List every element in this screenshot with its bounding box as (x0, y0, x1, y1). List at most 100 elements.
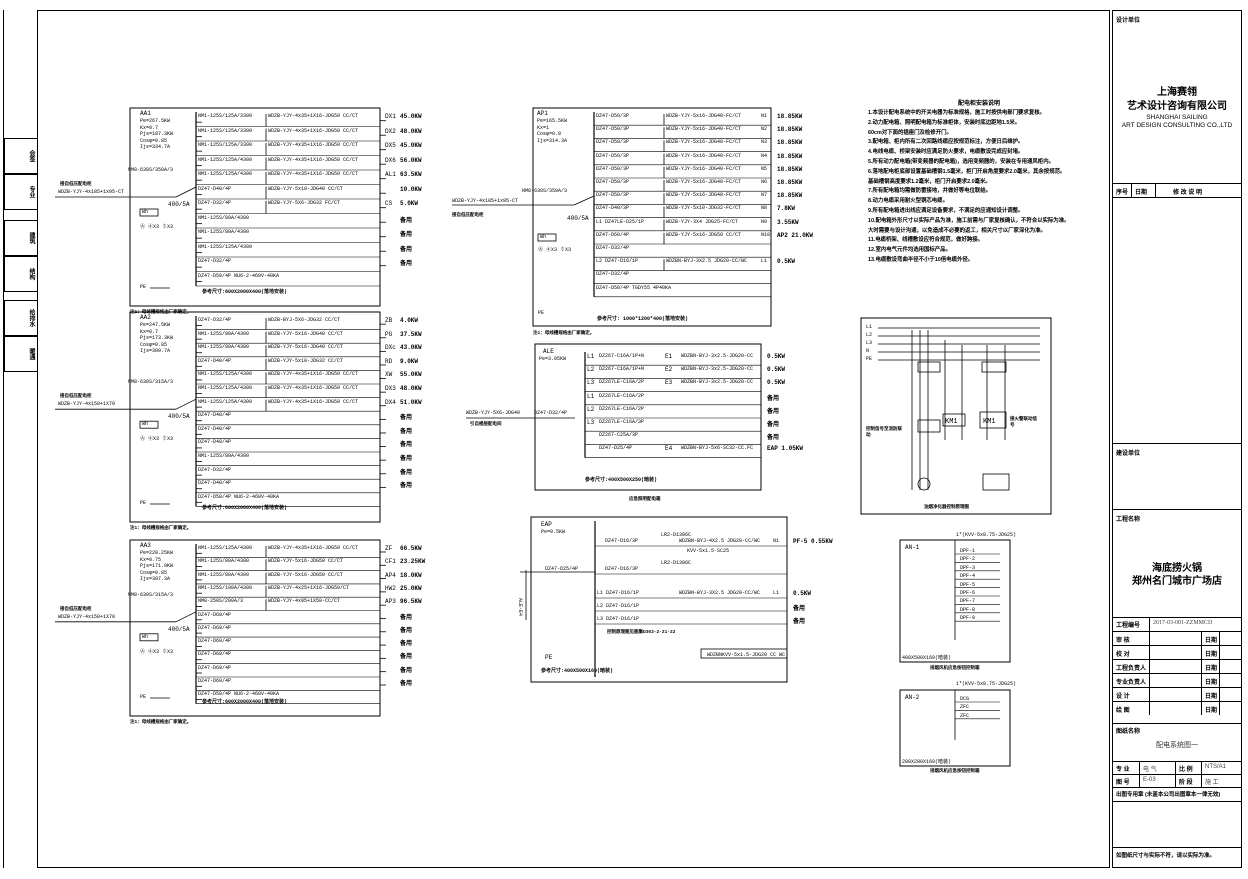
circuit-load: 18.85KW (777, 139, 803, 147)
current-transformer: 400/5A (168, 413, 190, 421)
wire-line (175, 611, 197, 623)
circuit-id: N2 (761, 126, 768, 133)
circuit-breaker: NM1-125S/125A/4300 (198, 385, 253, 391)
phase-label: L2 (866, 332, 873, 338)
control-standard: 控制原理图见图集D303-2-21-22 (607, 630, 676, 635)
drawing-frame (37, 10, 1110, 868)
circuit-load: 51.0KW (400, 398, 422, 406)
panel-param: Pe=228.25KW (140, 550, 174, 556)
main-breaker: NM8-630S/350A/3 (522, 188, 568, 194)
an-item: ZFC (960, 712, 970, 719)
circuit-breaker: DZ47-D60/4P (596, 231, 630, 238)
outline-rect (917, 419, 941, 433)
circuit-load: 备用 (400, 245, 413, 253)
circuit-id: AP3 (385, 598, 396, 606)
sign-label: 审 核 (1116, 638, 1130, 644)
binding-cell: 建筑 (4, 220, 38, 256)
circuit-cable: WDZB-YJY-4x35+1X16-JDG50 CC/CT (268, 127, 359, 134)
circuit-breaker: NM1-125S/125A/4300 (198, 371, 253, 378)
an-cable: 1*(KVV-5x0.75-JDG25) (956, 681, 1017, 687)
outline-rect (129, 311, 381, 523)
sign-date-label: 日期 (1205, 694, 1218, 700)
control-note: 接火警联动信号 (1010, 417, 1037, 428)
circuit-load: 7.8KW (777, 205, 796, 213)
drawing-name: 配电系统图一 (1156, 742, 1198, 749)
outline-rect (139, 420, 159, 429)
circuit-breaker: L2 DZ47-D16/1P (597, 603, 640, 609)
circuit-load: 0.5KW (767, 366, 786, 374)
circuit-breaker: DZ47-D32/4P (596, 271, 630, 278)
current-transformer: 400/5A (168, 625, 190, 633)
circuit-load: 备用 (400, 468, 413, 476)
stage: 施 工 (1205, 780, 1219, 786)
circuit-load: 45.0KW (400, 113, 422, 120)
company-cn-1: 上海赛翎 (1157, 87, 1197, 98)
note-item: 1.本设计配电系统中的开关电器为标准规格，施工时按供电部门要求复核。 (868, 110, 1045, 116)
project-no-label: 工程编号 (1116, 623, 1141, 629)
note-item: 基础槽钢高度要求1.2毫米，柜门开启要求2.0毫米。 (868, 178, 991, 185)
circuit-load: 43.0KW (400, 344, 422, 352)
terminal-circle (917, 477, 931, 491)
circuit-load: 48.0KW (400, 127, 422, 135)
an-size: 280X280X160(暗装) (902, 759, 952, 765)
panel-note: 注1：母线槽规格由厂家确定。 (130, 526, 192, 531)
circuit-breaker: DZ47-D50/4P NU6-2-460V-40KA (198, 272, 280, 279)
circuit-id: L1 (761, 258, 768, 265)
stage-label: 阶 段 (1179, 780, 1193, 786)
circuit-id: XW (385, 371, 393, 379)
circuit-breaker: NM1-125S/125A/4300 (198, 156, 253, 163)
panel-param: Cosφ=0.85 (140, 569, 168, 576)
discipline: 电 气 (1143, 767, 1157, 773)
circuit-load: 备用 (400, 653, 413, 661)
outline-rect (530, 516, 788, 683)
note-item: 11.电缆桥架、线槽敷设应符合规范，做好跨接。 (868, 237, 984, 244)
circuit-cable: WDZBN-BYJ-5x6-SC32-CC.FC (681, 445, 754, 452)
sign-date-label: 日期 (1205, 666, 1218, 672)
panel-param: Ijs=307.3A (140, 576, 171, 582)
circuit-breaker: DZ47-D32/4P (198, 317, 232, 323)
company-cn-2: 艺术设计咨询有限公司 (1127, 101, 1227, 112)
circuit-load: AP2 21.0KW (777, 231, 814, 239)
circuit-id: E2 (665, 366, 673, 374)
circuit-cable: WDZB-YJY-5x10-JDG32-FC/CT (666, 205, 742, 212)
circuit-breaker: NM1-125S/80A/4300 (198, 214, 250, 221)
note-item: 10.配电箱外形尺寸以实际产品为准，施工前需与厂家复核确认，不符合以实际为准。 (868, 217, 1070, 224)
outline-rect (917, 361, 941, 373)
circuit-cable: WDZB-YJY-4x35+1X16-JDG50 CC/CT (268, 385, 359, 391)
circuit-cable: WDZBN-BYJ-3X2.5 JDG20-CC/WC (666, 258, 748, 265)
bottom-cable: WDZBNKVV-5x1.5-JDG20 CC WC (707, 652, 786, 658)
circuit-id: CF1 (385, 558, 396, 566)
circuit-load: 备用 (767, 407, 780, 415)
circuit-load: 0.5KW (777, 258, 796, 266)
circuit-id: RD (385, 357, 393, 365)
note-item: 6.落地配电柜底部设置基础槽钢1.5毫米，柜门开启角度要求2.0毫米，其余按规范… (868, 168, 1066, 175)
circuit-load: 48.0KW (400, 385, 422, 392)
note-item: 60cm对下面的插座门及检修开门。 (868, 129, 952, 136)
circuit-id: DX4 (385, 398, 396, 406)
circuit-id: E3 (665, 379, 673, 387)
circuit-breaker: DZ267LE-C16A/2P (599, 379, 645, 386)
an-item: DCG (960, 696, 970, 702)
panel-size: 参考尺寸:400X500X160(暗装) (541, 668, 614, 674)
note-item: 大时需要与设计沟通，以免造成不必要的返工，相关尺寸以厂家深化为准。 (868, 227, 1046, 234)
panel-param: Pe=247.5KW (140, 322, 171, 328)
an-item: DPF-8 (960, 606, 976, 613)
circuit-breaker: DZ267LE-C16A/2P (599, 392, 645, 399)
circuit-load: 18.85KW (777, 192, 803, 200)
drawing-no-label: 图 号 (1116, 780, 1130, 786)
circuit-id: CS (385, 200, 393, 207)
an-cable: 1*(KVV-5x0.75-JDG25) (956, 532, 1017, 538)
instruments: Ⓐ ④X3 ⏀X3 (140, 648, 174, 655)
circuit-cable: WDZB-YJY-5x16-JDG40-FC/CT (666, 126, 742, 133)
binding-strip: 会签 专业 建筑 结构 给排水 暖通 (3, 10, 38, 868)
an-item: DPF-9 (960, 615, 976, 622)
contactor-label: KM1 (983, 418, 996, 426)
phase-label: L3 (587, 379, 595, 387)
panel-name: EAP (541, 521, 552, 528)
circuit-cable: WDZB-YJY-4x35+1X16-JDG50 CC/CT (268, 156, 359, 163)
circuit-id: PG (385, 330, 393, 338)
circuit-cable: WDZB-YJY-5x16-JDG40-FC/CT (666, 139, 742, 146)
copyright-note: 出图专用章 (未盖本公司出图章本一律无效) (1116, 792, 1221, 798)
incoming-note: 接自低压配电柜 (452, 213, 484, 218)
circuit-breaker: NM1-125S/125A/4300 (198, 545, 253, 551)
